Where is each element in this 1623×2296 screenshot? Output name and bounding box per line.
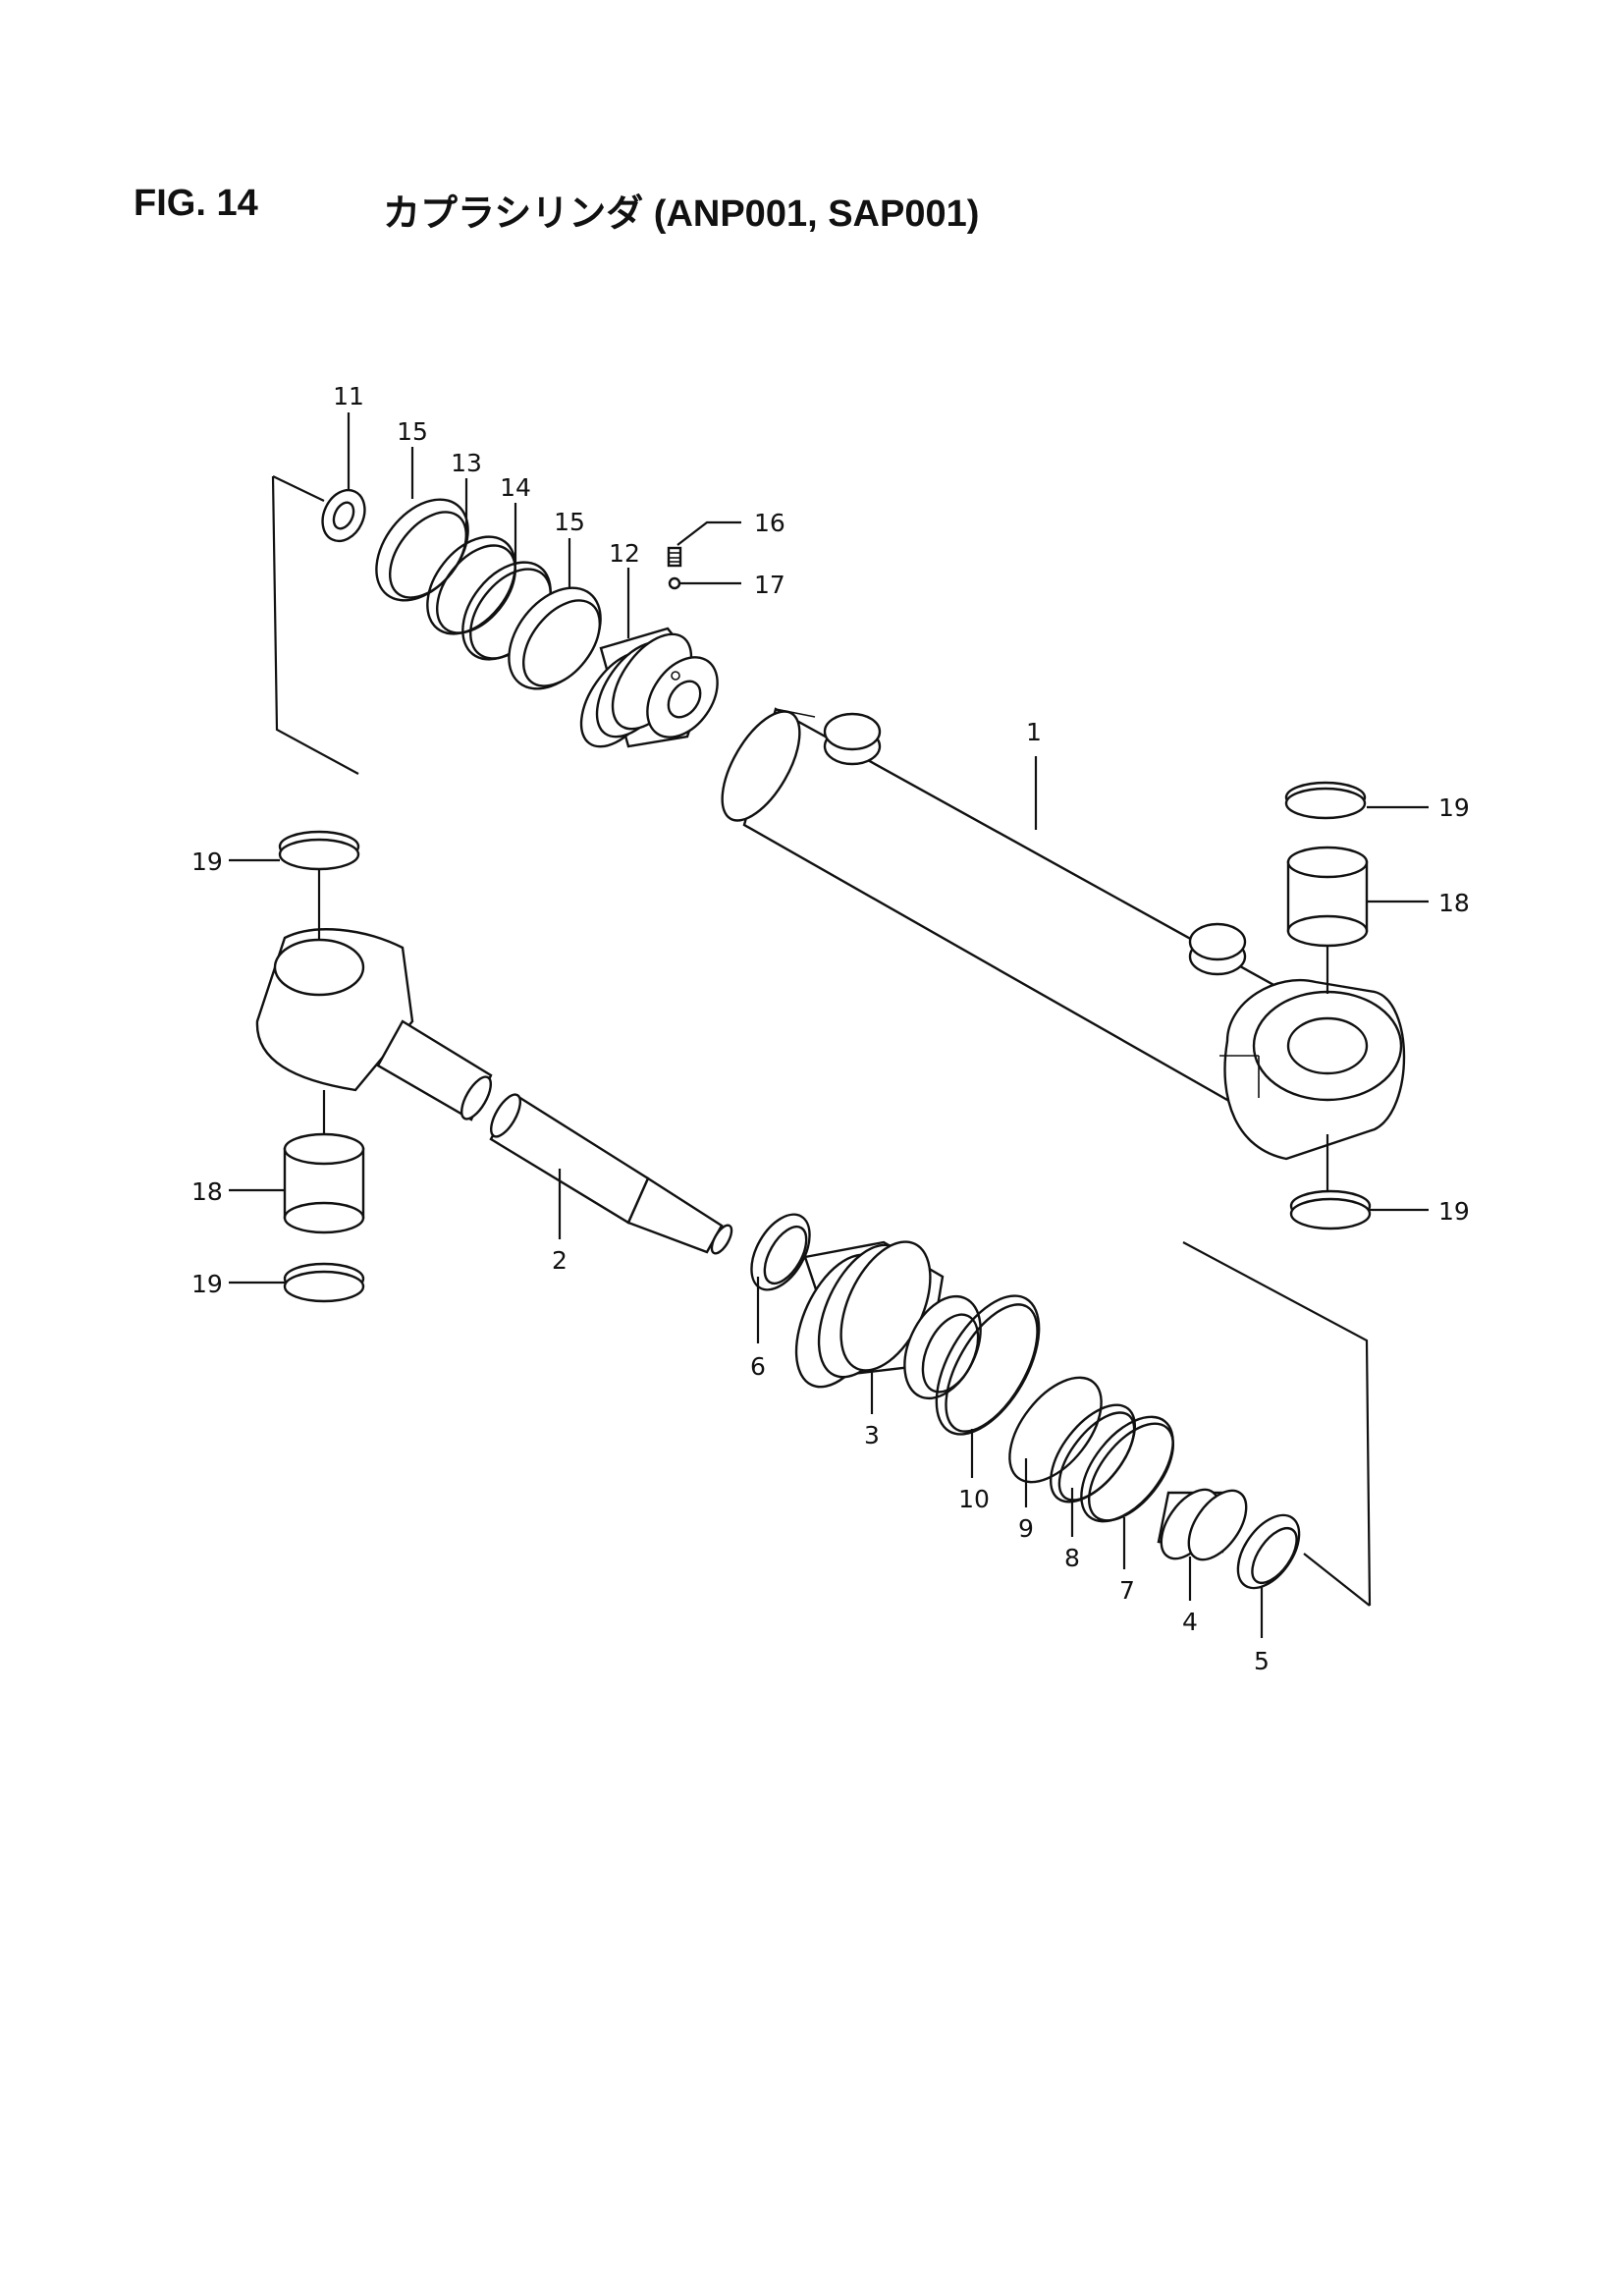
callout-14: 14 xyxy=(500,473,531,502)
part-18-bushing-right xyxy=(1286,846,1369,948)
part-19-bushing-right-top xyxy=(1284,781,1367,820)
part-19-bushing-left-bottom xyxy=(283,1262,365,1303)
part-11-washer xyxy=(321,488,366,543)
part-10-snap-ring xyxy=(935,1294,1041,1436)
callout-16: 16 xyxy=(754,509,785,537)
part-4-bushing xyxy=(1157,1488,1248,1561)
bracket-lower-right xyxy=(1182,1241,1372,1607)
callout-19-b: 19 xyxy=(1438,1197,1470,1226)
figure-caption: カプラシリンダ (ANP001, SAP001) xyxy=(383,193,980,235)
part-18-bushing-left xyxy=(283,1132,365,1234)
callout-3: 3 xyxy=(864,1421,880,1449)
part-3-cylinder-head xyxy=(794,1240,982,1400)
callout-labels: 11 15 13 14 15 12 16 17 1 19 18 19 19 18… xyxy=(191,382,1470,1675)
bracket-upper-left xyxy=(271,475,359,775)
callout-19-c: 19 xyxy=(191,847,223,876)
callout-18-b: 18 xyxy=(191,1177,223,1206)
callout-10: 10 xyxy=(958,1485,990,1513)
callout-12: 12 xyxy=(609,539,640,568)
callout-5: 5 xyxy=(1254,1647,1270,1675)
callout-19-a: 19 xyxy=(1438,793,1470,822)
callout-2: 2 xyxy=(552,1246,568,1275)
part-1-cylinder-tube xyxy=(721,707,1406,1161)
callout-6: 6 xyxy=(750,1352,766,1381)
callout-18-a: 18 xyxy=(1438,889,1470,917)
part-13-ring xyxy=(426,535,516,635)
part-9-o-ring xyxy=(1008,1376,1103,1484)
part-2-piston-rod xyxy=(255,928,733,1255)
part-19-bushing-left-top xyxy=(278,830,360,871)
part-15-ring-b xyxy=(508,586,602,690)
callout-17: 17 xyxy=(754,571,785,599)
figure-number: FIG. 14 xyxy=(134,183,258,224)
leader-lines xyxy=(229,412,1429,1638)
part-12-piston xyxy=(579,627,719,748)
callout-13: 13 xyxy=(451,449,482,477)
part-19-bushing-right-bottom xyxy=(1289,1189,1372,1230)
callout-7: 7 xyxy=(1119,1576,1135,1605)
callout-9: 9 xyxy=(1018,1514,1034,1543)
part-5-dust-seal xyxy=(1236,1513,1301,1590)
part-16-set-screw xyxy=(667,546,682,568)
callout-15-b: 15 xyxy=(554,508,585,536)
part-17-ball xyxy=(668,576,681,590)
part-8-backup-ring xyxy=(1049,1403,1137,1503)
part-6-ring xyxy=(750,1213,811,1291)
callout-15-a: 15 xyxy=(397,417,428,446)
callout-4: 4 xyxy=(1182,1608,1198,1636)
callout-19-d: 19 xyxy=(191,1270,223,1298)
callout-8: 8 xyxy=(1064,1544,1080,1572)
callout-1: 1 xyxy=(1026,718,1042,746)
part-7-seal xyxy=(1080,1415,1175,1523)
callout-11: 11 xyxy=(333,382,364,410)
